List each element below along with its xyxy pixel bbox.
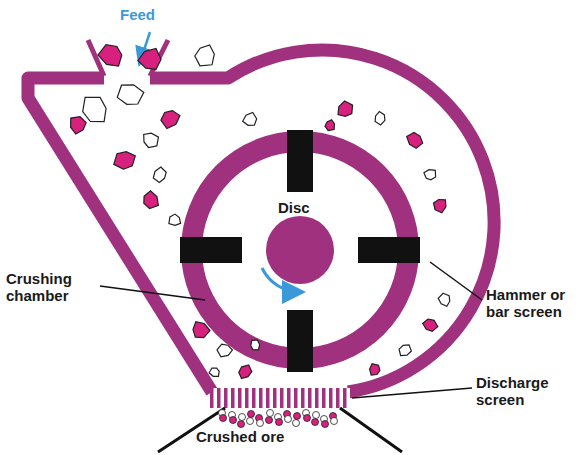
ore-piece: [243, 113, 257, 126]
hammer: [287, 310, 313, 372]
ore-piece: [144, 133, 159, 147]
discharge-label: Discharge screen: [476, 374, 568, 409]
crushed-particle: [267, 410, 274, 417]
leader-line: [352, 388, 472, 398]
disc: [266, 216, 334, 284]
ore-piece: [325, 120, 335, 131]
ore-piece: [114, 152, 136, 170]
ore-piece: [169, 214, 181, 225]
ore-piece: [370, 364, 380, 376]
crushed-particle: [294, 413, 301, 420]
ore-piece: [193, 322, 210, 338]
crushed-particle: [293, 420, 300, 427]
crushed-particle: [257, 420, 264, 427]
crushed-particle: [239, 414, 246, 421]
chamber-label: Crushing chamber: [6, 270, 100, 305]
ore-piece: [375, 112, 385, 125]
ore-piece: [144, 191, 159, 209]
crushed-particle: [230, 417, 237, 424]
stand-legs: [158, 408, 402, 452]
ore-piece: [138, 48, 161, 69]
crushed-particle: [322, 421, 329, 428]
ore-piece: [117, 85, 144, 105]
crushed-particle: [238, 421, 245, 428]
crushed-particle: [266, 417, 273, 424]
product-label: Crushed ore: [196, 428, 316, 445]
crushed-particle: [331, 418, 338, 425]
crushed-particle: [313, 412, 320, 419]
ore-piece: [434, 200, 446, 213]
crushed-particle: [220, 415, 227, 422]
ore-piece: [153, 167, 166, 182]
feed-label: Feed: [120, 6, 180, 23]
ore-piece: [423, 319, 438, 331]
housing-arc: [150, 50, 494, 392]
ore-pieces: [71, 45, 450, 428]
ore-piece: [251, 340, 260, 350]
ore-piece: [161, 111, 180, 129]
crushed-particle: [312, 419, 319, 426]
ore-piece: [209, 368, 219, 376]
crushed-particle: [247, 418, 254, 425]
ore-piece: [424, 170, 436, 180]
hammer-label: Hammer or bar screen: [486, 286, 578, 321]
rotation-arrow: [262, 268, 300, 292]
hammer: [180, 237, 242, 263]
ore-piece: [98, 45, 122, 66]
disc-label: Disc: [278, 199, 328, 216]
ore-piece: [438, 293, 450, 306]
ore-piece: [83, 97, 106, 121]
ore-piece: [195, 45, 215, 66]
leader-line: [430, 262, 482, 300]
ore-piece: [71, 117, 87, 134]
crushed-particle: [304, 415, 311, 422]
ore-piece: [338, 101, 353, 116]
crushed-particle: [276, 419, 283, 426]
leader-line: [100, 286, 205, 300]
hammer: [358, 237, 420, 263]
crushed-particle: [285, 416, 292, 423]
ore-piece: [399, 345, 411, 356]
hammer: [287, 130, 313, 192]
ore-piece: [217, 344, 232, 357]
crushed-particle: [248, 411, 255, 418]
discharge-screen: [210, 388, 350, 408]
ore-piece: [407, 132, 423, 148]
hopper: [88, 40, 168, 76]
ore-piece: [239, 365, 252, 379]
